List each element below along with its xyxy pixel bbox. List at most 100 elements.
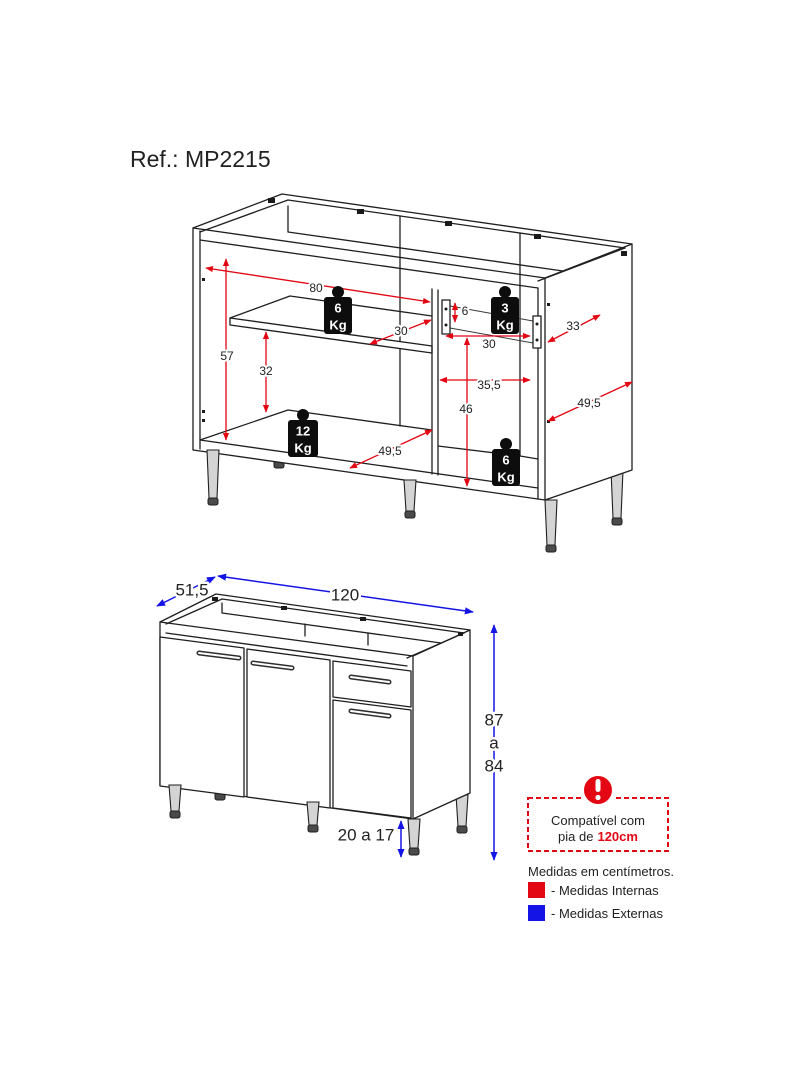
leg-foot <box>545 544 557 553</box>
weight-badge: 6 Kg <box>324 286 352 334</box>
dimension-label: 46 <box>459 402 473 416</box>
connector <box>281 606 287 610</box>
drawer-handle <box>348 674 392 685</box>
weight-badge: 6 Kg <box>492 438 520 486</box>
weight-badge: 3 Kg <box>491 286 519 334</box>
units-note: Medidas em centímetros. <box>528 864 674 879</box>
drawer-bracket-right <box>532 315 542 349</box>
connector <box>547 303 550 306</box>
screw <box>444 323 448 327</box>
legend-swatch-external <box>528 905 545 921</box>
notice-line-2-prefix: pia de <box>558 829 593 844</box>
door-handle <box>196 650 242 661</box>
legend-label-external: - Medidas Externas <box>551 906 663 921</box>
weight-body <box>491 297 519 334</box>
front-top-edge <box>159 621 414 657</box>
dimension-label: 6 <box>462 304 469 318</box>
connector <box>445 221 452 226</box>
dimension-label: 30 <box>394 324 408 338</box>
height-label: a <box>489 734 499 753</box>
front-top-edge <box>192 227 546 279</box>
legend-swatch-internal <box>528 882 545 898</box>
width-label: 120 <box>331 586 359 605</box>
left-door <box>159 636 245 798</box>
dimension-label: 57 <box>220 349 234 363</box>
weight-unit: Kg <box>294 441 311 456</box>
external-dimension-lines <box>156 573 498 861</box>
leg-foot <box>404 510 416 519</box>
weight-handle <box>332 286 344 298</box>
dimension-label: 35,5 <box>477 378 501 392</box>
door-handle <box>250 660 295 671</box>
weight-unit: Kg <box>329 318 346 333</box>
bottom-panel-back-edge <box>199 409 433 441</box>
external-view-cabinet: 51,5 120 87 a 84 20 a 17 <box>156 573 506 861</box>
cabinet-legs-front <box>206 449 558 553</box>
height-label: 84 <box>485 757 504 776</box>
leg <box>306 801 320 826</box>
weight-value: 6 <box>502 453 509 468</box>
top-opening-right <box>406 632 465 659</box>
notice-line-2: pia de 120cm <box>558 829 638 844</box>
weight-value: 6 <box>334 301 341 316</box>
internal-dimension-lines <box>205 258 633 487</box>
connector <box>202 410 205 413</box>
top-divider <box>304 623 369 646</box>
weight-body <box>492 449 520 486</box>
dimension-label: 49,5 <box>577 396 601 410</box>
cabinet-legs-back <box>214 790 469 834</box>
leg-foot <box>307 824 319 833</box>
leg <box>544 499 558 546</box>
top-rail-lower-edge <box>165 632 408 667</box>
middle-door <box>246 648 331 809</box>
legend-label-internal: - Medidas Internas <box>551 883 659 898</box>
drawer-front <box>332 660 412 708</box>
cabinet-legs-front <box>168 784 421 856</box>
connector <box>458 632 463 636</box>
dimension-line <box>547 381 633 422</box>
legend: Medidas em centímetros. - Medidas Intern… <box>528 864 674 921</box>
internal-dimension-labels: 80 6 30 57 32 30 35,5 46 49,5 49,5 33 <box>218 279 603 460</box>
internal-view-cabinet: 80 6 30 57 32 30 35,5 46 49,5 49,5 33 6 … <box>192 193 633 553</box>
top-opening-right <box>537 247 626 282</box>
weight-body <box>288 420 318 457</box>
right-door <box>332 699 412 819</box>
weight-handle <box>499 286 511 298</box>
leg <box>455 794 469 827</box>
connector <box>621 251 627 256</box>
cabinet-legs <box>273 458 624 526</box>
weight-unit: Kg <box>496 318 513 333</box>
leg <box>407 818 421 849</box>
drawer-bracket-left <box>441 299 451 335</box>
top-opening-back <box>287 199 626 249</box>
dimension-line <box>205 265 431 305</box>
weight-handle <box>500 438 512 450</box>
screw <box>535 322 539 326</box>
dimension-label: 33 <box>566 319 580 333</box>
weight-handle <box>297 409 309 421</box>
dimension-label: 49,5 <box>378 444 402 458</box>
width-dimension-line <box>217 573 474 615</box>
top-rail-lower-edge <box>199 239 539 289</box>
top-opening-left <box>199 199 289 233</box>
leg <box>168 784 182 812</box>
connector <box>357 209 364 214</box>
dimension-line <box>547 314 601 343</box>
weight-value: 12 <box>296 424 310 439</box>
connector <box>360 617 366 621</box>
connector <box>212 597 218 601</box>
connector <box>202 278 205 281</box>
connectors <box>202 198 627 423</box>
dimension-label: 30 <box>482 337 496 351</box>
notice-sink-size: 120cm <box>597 829 637 844</box>
height-label: 87 <box>485 711 504 730</box>
external-dimension-labels: 51,5 120 87 a 84 20 a 17 <box>173 578 506 847</box>
connector <box>202 419 205 422</box>
leg <box>403 479 417 512</box>
leg-height-label: 20 a 17 <box>338 826 395 845</box>
exclamation-icon <box>580 772 616 808</box>
door-handle <box>348 708 392 719</box>
weight-body <box>324 297 352 334</box>
leg-foot <box>456 825 468 834</box>
